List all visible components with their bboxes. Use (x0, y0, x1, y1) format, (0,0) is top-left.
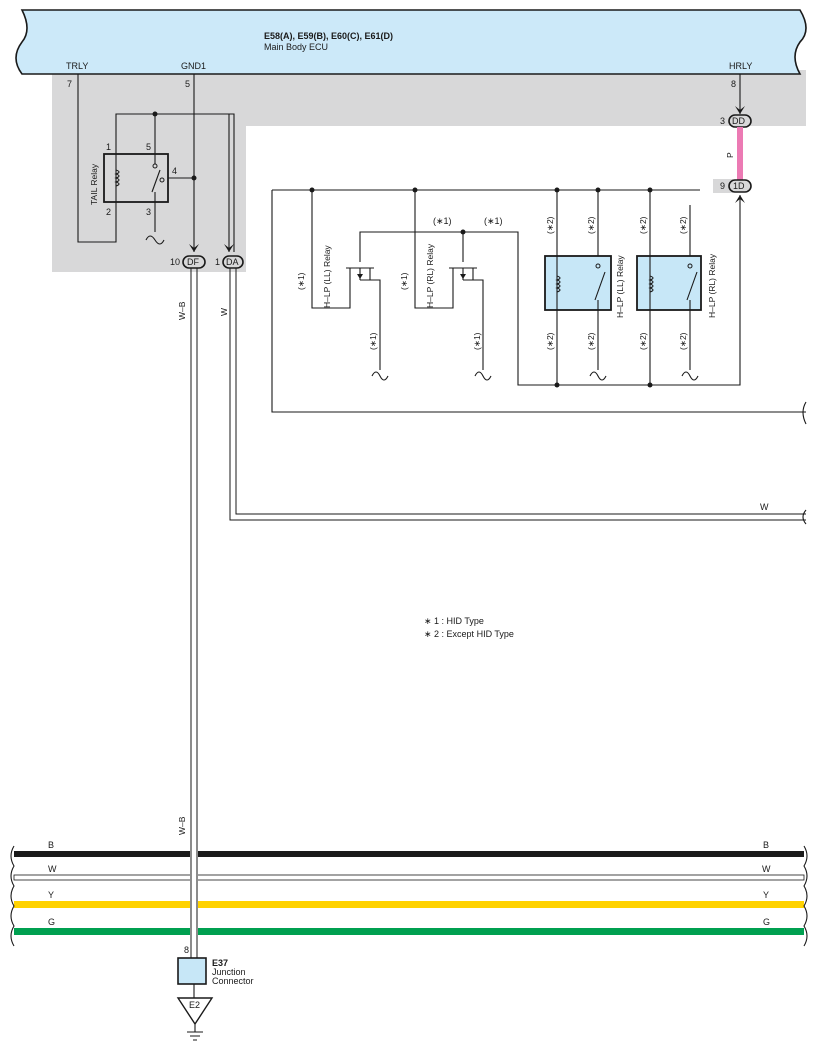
ecu-pin-hrly-label: HRLY (729, 61, 752, 71)
tail-relay (103, 153, 169, 203)
junction-connector (177, 957, 207, 985)
relay-hid-ll-label: H–LP (LL) Relay (322, 245, 332, 308)
bus-g-right: G (763, 917, 770, 927)
connector-df-pin: 10 (170, 257, 180, 267)
note-n1-c: (∗1) (296, 272, 306, 290)
connector-da (222, 255, 244, 269)
note-n2-b: (∗2) (586, 216, 596, 234)
junction-line1: Junction (212, 967, 246, 977)
bus-y-left: Y (48, 890, 54, 900)
bus-g-left: G (48, 917, 55, 927)
ground-id: E2 (189, 1000, 200, 1010)
tail-relay-pin1: 1 (106, 142, 111, 152)
legend-except-hid: ∗ 2 : Except HID Type (424, 629, 514, 639)
connector-dd-pin: 3 (720, 116, 725, 126)
junction-pin: 8 (184, 945, 189, 955)
note-n2-c: (∗2) (638, 216, 648, 234)
relay-rl-label: H–LP (RL) Relay (707, 253, 717, 318)
ecu-name: Main Body ECU (264, 42, 328, 52)
ecu-pin-hrly: 8 (731, 79, 736, 89)
note-n1-f: (∗1) (472, 332, 482, 350)
connector-df-id: DF (187, 257, 199, 267)
wire-w-label-1: W (219, 308, 229, 316)
bus-wires (10, 845, 808, 947)
bus-w-right: W (762, 864, 771, 874)
wire-wb-label-1: W–B (177, 301, 187, 320)
bus-y-right: Y (763, 890, 769, 900)
connector-dd-id: DD (732, 116, 745, 126)
relay-ll-label: H–LP (LL) Relay (615, 255, 625, 318)
wire-w-label-2: W (760, 502, 769, 512)
relay-hid-rl-label: H–LP (RL) Relay (425, 243, 435, 308)
connector-1d-id: 1D (733, 181, 745, 191)
ecu-pin-trly-label: TRLY (66, 61, 88, 71)
tail-relay-pin4: 4 (172, 166, 177, 176)
wire-p-label: P (725, 152, 735, 158)
ecu-pin-gnd1: 5 (185, 79, 190, 89)
ecu-pin-trly: 7 (67, 79, 72, 89)
note-n2-d: (∗2) (678, 216, 688, 234)
hid-relay-ll (346, 267, 381, 335)
bus-b-right: B (763, 840, 769, 850)
legend-hid: ∗ 1 : HID Type (424, 616, 484, 626)
bus-b-left: B (48, 840, 54, 850)
hid-relay-rl (449, 267, 484, 335)
junction-id: E37 (212, 958, 228, 968)
tail-relay-pin3: 3 (146, 207, 151, 217)
note-n2-a: (∗2) (545, 216, 555, 234)
tail-relay-pin5: 5 (146, 142, 151, 152)
note-n2-f: (∗2) (586, 332, 596, 350)
ecu-connectors: E58(A), E59(B), E60(C), E61(D) (264, 31, 393, 41)
ground-triangle (176, 997, 214, 1026)
wire-wb-label-2: W–B (177, 816, 187, 835)
gray-area (52, 70, 806, 272)
connector-1d (728, 179, 752, 193)
ecu-box (15, 9, 807, 75)
ecu-pin-gnd1-label: GND1 (181, 61, 206, 71)
note-n1-e: (∗1) (368, 332, 378, 350)
junction-line2: Connector (212, 976, 254, 986)
note-n2-g: (∗2) (638, 332, 648, 350)
connector-1d-bg (713, 179, 733, 193)
note-n1-d: (∗1) (399, 272, 409, 290)
connector-df (182, 255, 206, 269)
note-n2-e: (∗2) (545, 332, 555, 350)
connector-da-id: DA (226, 257, 239, 267)
note-n1-b: (∗1) (484, 216, 503, 226)
note-n1-a: (∗1) (433, 216, 452, 226)
connector-1d-pin: 9 (720, 181, 725, 191)
tail-relay-pin2: 2 (106, 207, 111, 217)
connector-da-pin: 1 (215, 257, 220, 267)
note-n2-h: (∗2) (678, 332, 688, 350)
tail-relay-label: TAIL Relay (89, 163, 99, 205)
bus-w-left: W (48, 864, 57, 874)
